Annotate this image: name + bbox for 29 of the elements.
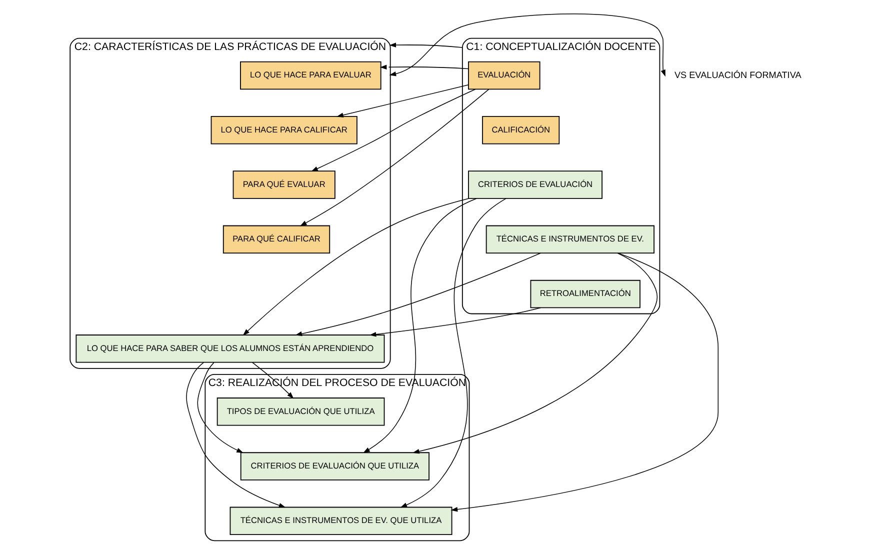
node-box: CRITERIOS DE EVALUACIÓN — [468, 170, 602, 199]
node-box: LO QUE HACE PARA EVALUAR — [240, 61, 382, 90]
arrow — [389, 42, 463, 48]
arrow — [295, 252, 541, 336]
arrow — [400, 198, 507, 508]
node-box: PARA QUÉ EVALUAR — [232, 170, 336, 199]
arrow — [336, 84, 469, 118]
node-text: VS EVALUACIÓN FORMATIVA — [674, 70, 802, 80]
node-box: TÉCNICAS E INSTRUMENTOS DE EV. — [486, 225, 654, 254]
node-box: LO QUE HACE PARA SABER QUE LOS ALUMNOS ESTÁN APRENDIENDO — [76, 334, 385, 363]
arrow — [363, 198, 477, 454]
arrow — [300, 88, 490, 226]
arrow — [389, 14, 666, 77]
node-box: RETROALIMENTACIÓN — [530, 280, 640, 308]
node-box: EVALUACIÓN — [468, 61, 540, 90]
node-box: TIPOS DE EVALUACIÓN QUE UTILIZA — [216, 398, 385, 426]
node-box: PARA QUÉ CALIFICAR — [222, 225, 330, 254]
arrow — [450, 252, 719, 512]
arrow — [242, 198, 470, 336]
arrow — [197, 362, 244, 454]
arrow — [412, 252, 658, 454]
node-box: TÉCNICAS E INSTRUMENTOS DE EV. QUE UTILIZA — [230, 506, 452, 536]
node-box: LO QUE HACE PARA CALIFICAR — [210, 116, 358, 144]
node-box: CRITERIOS DE EVALUACIÓN QUE UTILIZA — [240, 452, 430, 480]
arrow — [380, 64, 469, 70]
node-box: CALIFICACIÓN — [482, 116, 560, 144]
arrow — [311, 88, 476, 172]
arrow — [369, 307, 542, 337]
arrow — [186, 362, 286, 508]
